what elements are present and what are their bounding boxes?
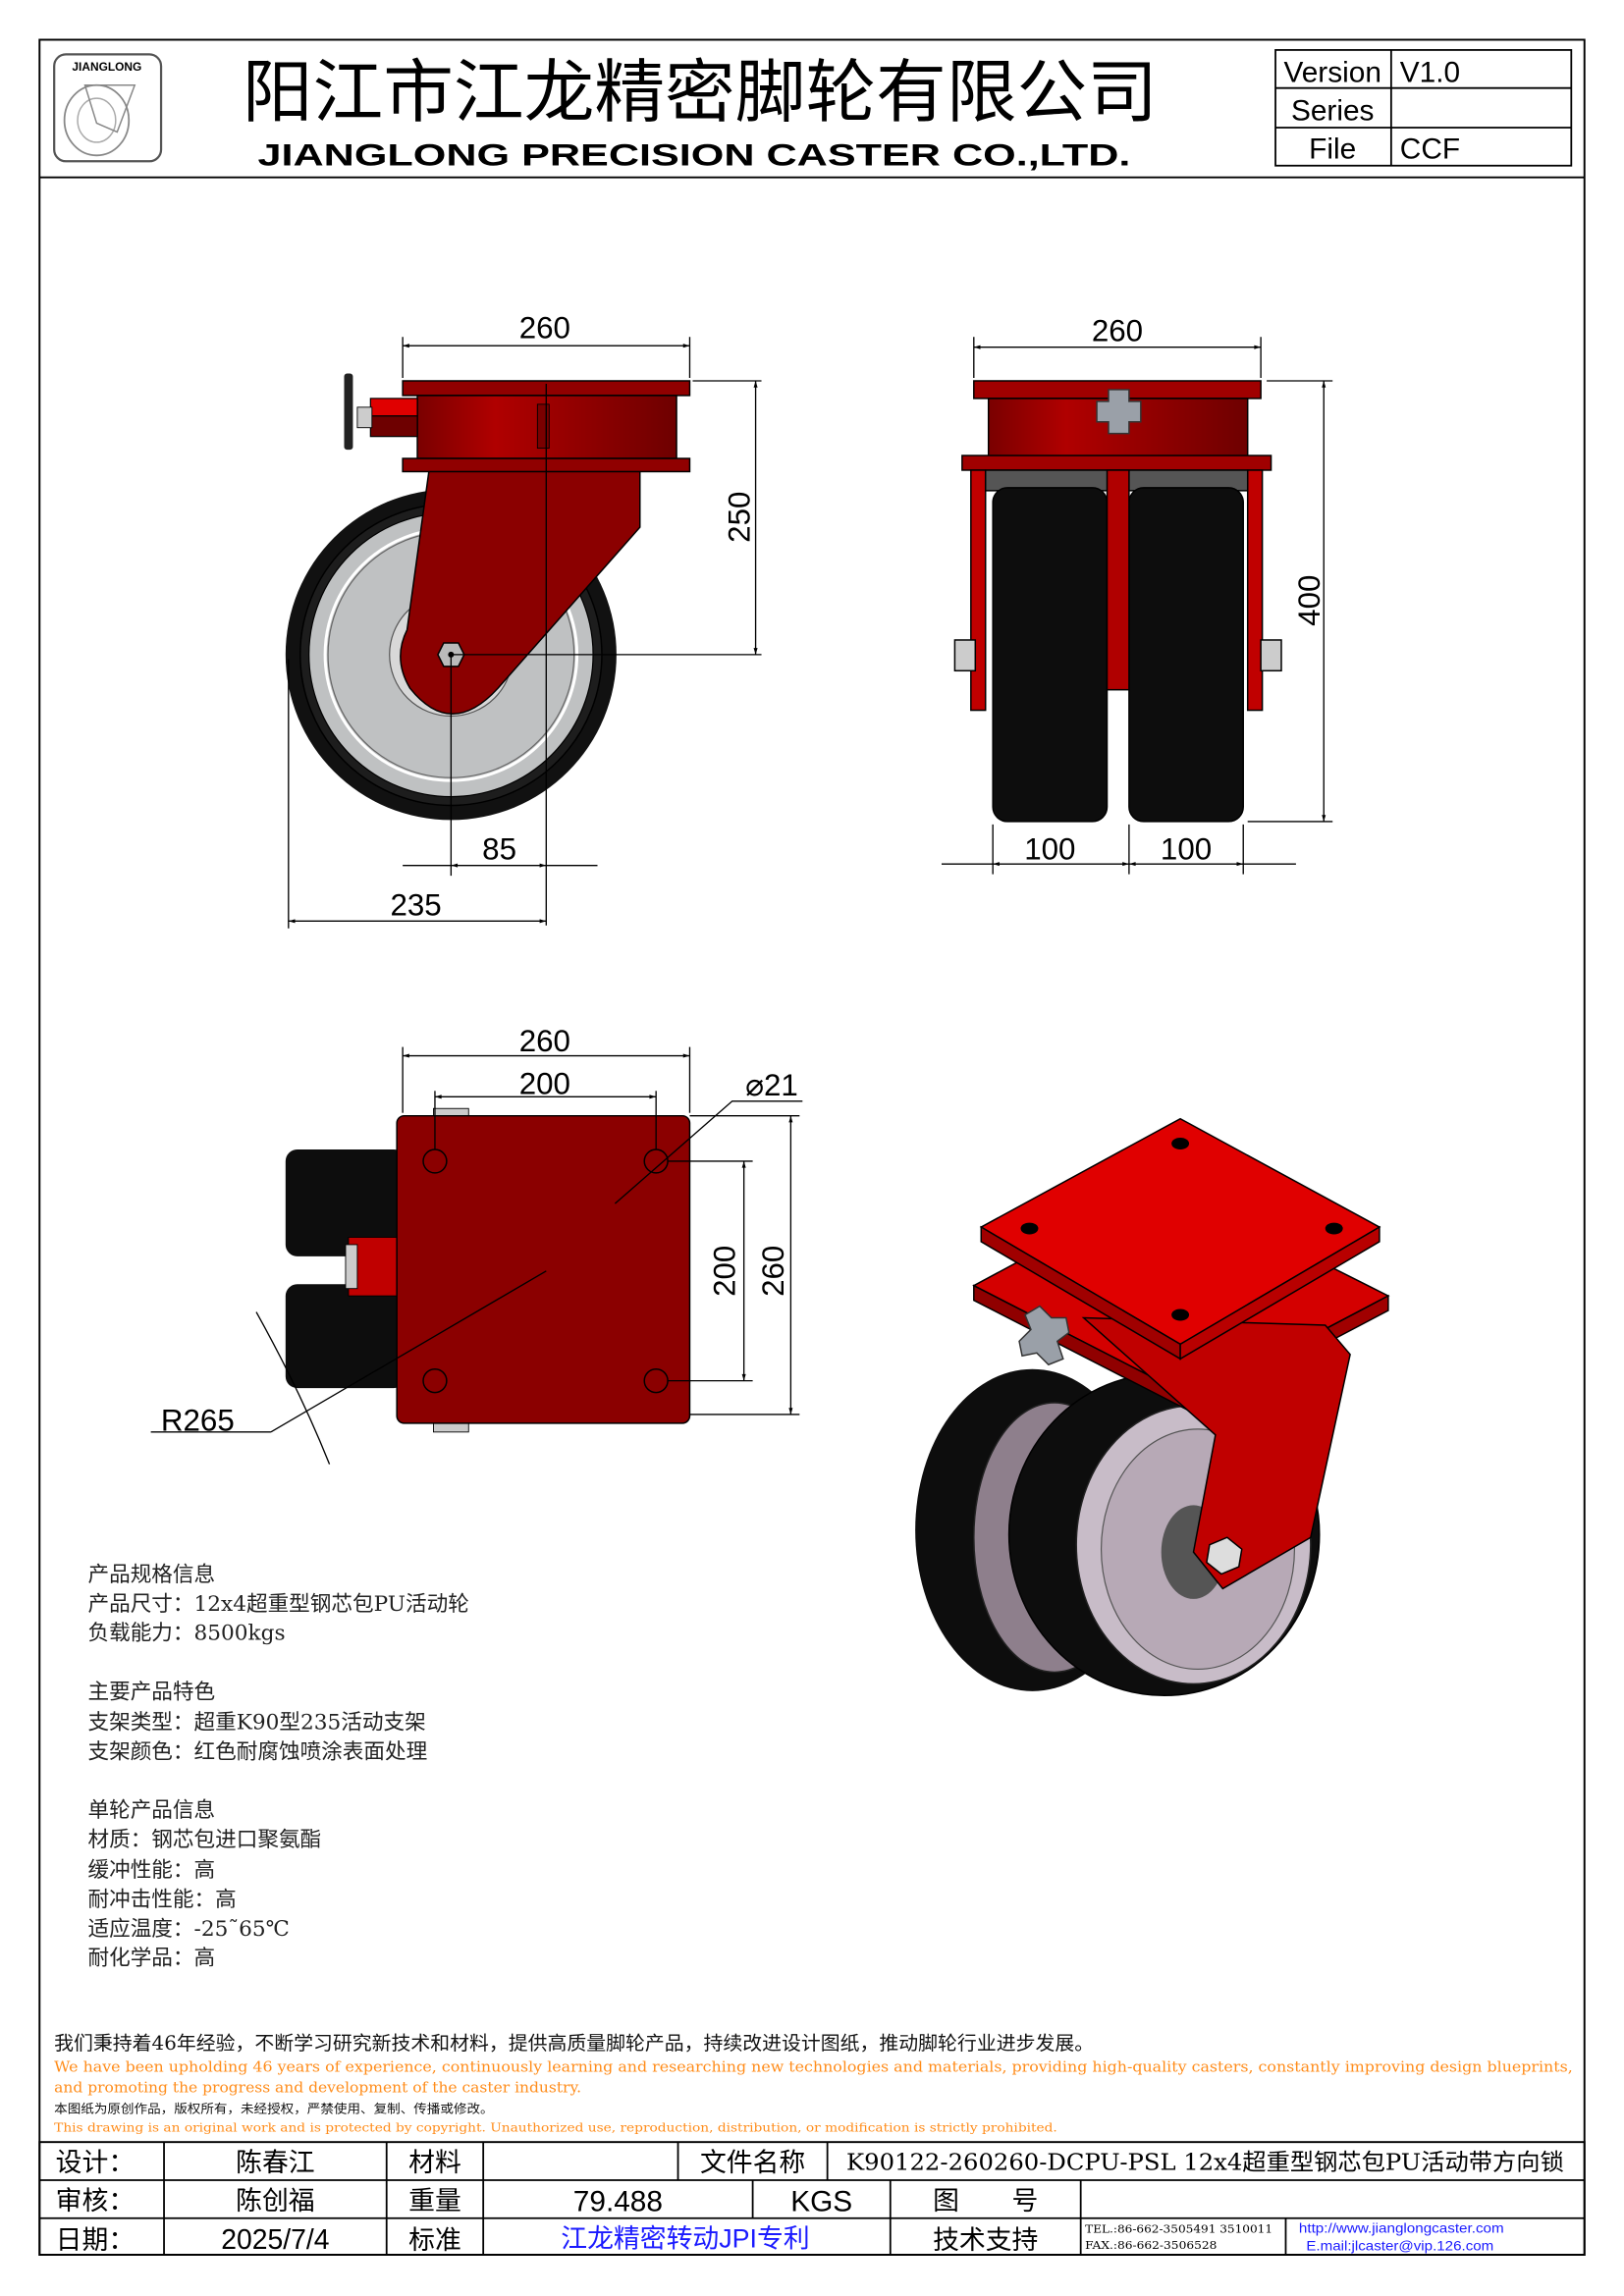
version-table: Version V1.0 Series File CCF — [1274, 49, 1573, 167]
dim-side-offset: 85 — [482, 832, 516, 867]
weight-value: 79.488 — [573, 2185, 663, 2217]
file-label: File — [1309, 133, 1356, 165]
dim-top-swivel-radius: R265 — [161, 1403, 235, 1437]
dim-front-height: 400 — [1292, 575, 1326, 626]
title-block: 设计： 陈春江 材料 文件名称 K90122-260260-DCPU-PSL 1… — [38, 2141, 1586, 2256]
dim-front-width: 260 — [1092, 314, 1143, 348]
spec-heading: 主要产品特色 — [87, 1680, 215, 1704]
spec-line: 缓冲性能：高 — [87, 1858, 215, 1883]
dim-top-hole-diameter: ⌀21 — [745, 1068, 798, 1102]
file-value: CCF — [1400, 133, 1460, 165]
drawing-no-label: 图 号 — [933, 2186, 1038, 2216]
version-label: Version — [1283, 57, 1380, 89]
support-label: 技术支持 — [933, 2225, 1038, 2255]
spec-heading: 产品规格信息 — [87, 1563, 215, 1587]
dim-side-swivel-radius: 235 — [390, 887, 441, 922]
dim-top-hole-spacing-x: 200 — [519, 1066, 570, 1100]
version-value: V1.0 — [1400, 57, 1460, 89]
weight-label: 重量 — [408, 2186, 461, 2216]
design-label: 设计： — [56, 2148, 135, 2177]
product-specs: 产品规格信息 产品尺寸：12x4超重型钢芯包PU活动轮 负载能力：8500kgs… — [87, 1563, 468, 1971]
front-view: 260 400 100 100 — [941, 314, 1333, 875]
isometric-view — [915, 1117, 1390, 1697]
copyright-en: This drawing is an original work and is … — [54, 2121, 1057, 2135]
design-value: 陈春江 — [236, 2148, 314, 2177]
spec-line: 耐冲击性能：高 — [87, 1888, 236, 1912]
tel: TEL.:86-662-3505491 3510011 — [1085, 2223, 1272, 2236]
axle-nut-icon — [1206, 1536, 1243, 1575]
spec-line: 支架类型：超重K90型235活动支架 — [87, 1711, 425, 1735]
direction-lock-knob-icon — [1096, 389, 1142, 435]
date-label: 日期： — [56, 2225, 135, 2255]
series-label: Series — [1291, 95, 1375, 128]
top-view: 260 200 ⌀21 200 260 R265 — [150, 1024, 803, 1465]
spec-line: 耐化学品：高 — [87, 1947, 215, 1971]
notice-en-2: and promoting the progress and developme… — [54, 2078, 581, 2096]
dim-front-wheel2: 100 — [1161, 832, 1212, 867]
dim-side-width: 260 — [519, 311, 570, 346]
standard-label: 标准 — [408, 2225, 461, 2255]
spec-line: 适应温度：-25˜65℃ — [87, 1917, 289, 1942]
dim-top-plate-width: 260 — [519, 1024, 570, 1058]
review-value: 陈创福 — [236, 2186, 314, 2216]
spec-line: 材质：钢芯包进口聚氨酯 — [87, 1828, 321, 1852]
notice-en-1: We have been upholding 46 years of exper… — [54, 2058, 1573, 2076]
spec-line: 负载能力：8500kgs — [87, 1622, 285, 1646]
direction-lock-knob-icon — [1018, 1305, 1070, 1366]
dim-top-hole-spacing-y: 200 — [708, 1246, 742, 1297]
website-link[interactable]: http://www.jianglongcaster.com — [1299, 2221, 1504, 2236]
spec-line: 产品尺寸：12x4超重型钢芯包PU活动轮 — [87, 1592, 468, 1617]
material-label: 材料 — [408, 2148, 461, 2177]
side-view: 260 250 85 235 — [285, 311, 762, 929]
filename-value: K90122-260260-DCPU-PSL 12x4超重型钢芯包PU活动带方向… — [846, 2151, 1564, 2176]
copyright-cn: 本图纸为原创作品，版权所有，未经授权，严禁使用、复制、传播或修改。 — [54, 2101, 493, 2115]
spec-heading: 单轮产品信息 — [87, 1798, 215, 1823]
email-link[interactable]: E.mail:jlcaster@vip.126.com — [1306, 2239, 1493, 2254]
standard-value: 江龙精密转动JPI专利 — [561, 2224, 809, 2254]
notice: 我们秉持着46年经验，不断学习研究新技术和材料，提供高质量脚轮产品，持续改进设计… — [54, 2032, 1573, 2135]
company-logo: JIANGLONG — [53, 53, 163, 163]
filename-label: 文件名称 — [700, 2148, 805, 2177]
date-value: 2025/7/4 — [221, 2224, 329, 2256]
weight-unit: KGS — [790, 2185, 852, 2217]
svg-text:JIANGLONG: JIANGLONG — [72, 60, 141, 74]
review-label: 审核： — [56, 2186, 135, 2216]
lock-knob-icon — [344, 373, 353, 451]
spec-line: 支架颜色：红色耐腐蚀喷涂表面处理 — [87, 1739, 427, 1764]
dim-front-wheel1: 100 — [1024, 832, 1075, 867]
dim-side-height: 250 — [723, 492, 757, 543]
notice-cn: 我们秉持着46年经验，不断学习研究新技术和材料，提供高质量脚轮产品，持续改进设计… — [54, 2032, 1094, 2055]
company-name-cn: 阳江市江龙精密脚轮有限公司 — [243, 54, 1158, 131]
fax: FAX.:86-662-3506528 — [1085, 2239, 1217, 2252]
dim-top-plate-depth: 260 — [756, 1246, 790, 1297]
company-name-en: JIANGLONG PRECISION CASTER CO.,LTD. — [257, 138, 1130, 173]
